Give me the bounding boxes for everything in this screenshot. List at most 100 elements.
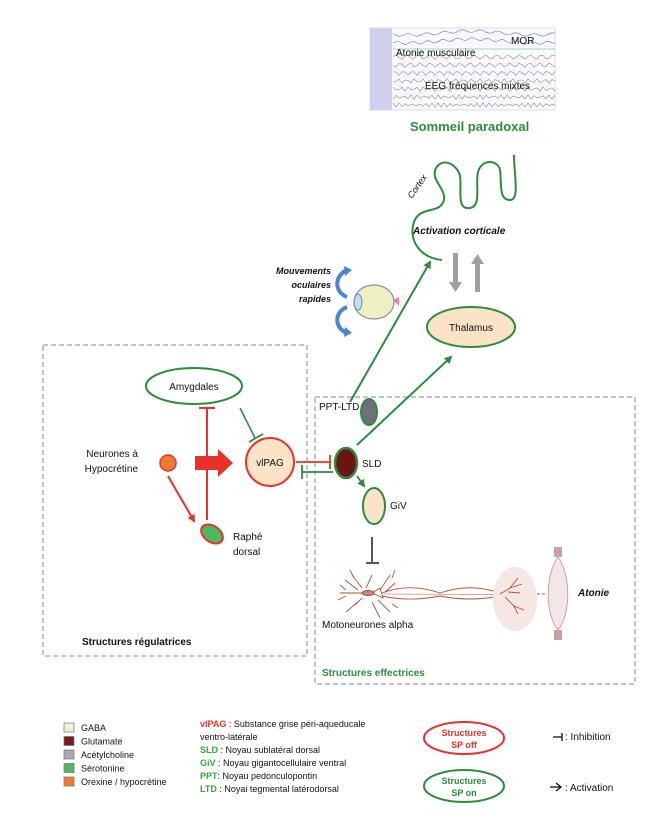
hypocretin-label-line-2: Hypocrétine: [85, 464, 139, 475]
activation-label: : Activation: [565, 783, 613, 794]
atonie-label: Atonie: [577, 588, 610, 599]
eeg-trace: [393, 71, 556, 76]
legend-abbreviation: SLD : Noyau sublatéral dorsal: [200, 745, 320, 755]
hypocretin-to-vlpag-arrow: [195, 449, 233, 477]
rem-label-line-3: rapides: [299, 294, 331, 304]
activation-corticale-label: Activation corticale: [412, 226, 506, 237]
eeg-atonia-label: Atonie musculaire: [396, 48, 476, 59]
sp-on-label-line-2: SP on: [451, 788, 476, 798]
sp-off-ellipse: [423, 721, 505, 755]
effector-structures-label: Structures effectrices: [322, 668, 425, 679]
motoneurones-label: Motoneurones alpha: [322, 620, 414, 631]
up-arrow-icon: [471, 254, 484, 292]
amygdales-label: Amygdales: [169, 382, 218, 393]
sp-on-label-line-1: Structures: [441, 776, 486, 786]
optic-nerve-icon: [393, 297, 399, 306]
ppt-ltd-label: PPT-LTD: [319, 402, 359, 413]
raphe-label-line-1: Raphé: [233, 532, 263, 543]
legend-abbreviation: vlPAG : Substance grise péri-aqueducale: [200, 719, 365, 729]
sp-off-label-line-2: SP off: [451, 740, 478, 750]
sld-node: [333, 446, 359, 480]
effector-structures-box: [314, 396, 636, 685]
rapid-eye-movement: Mouvements oculaires rapides: [276, 266, 399, 337]
motoneuron-icon: [337, 567, 545, 631]
sp-on-ellipse: [423, 769, 505, 803]
raphe-label-line-2: dorsal: [233, 547, 260, 558]
legend-neurotransmitter-label: GABA: [81, 723, 106, 733]
legend-neurotransmitter-label: Orexine / hypocrétine: [81, 777, 167, 787]
activation-symbol-head: [555, 782, 563, 792]
eeg-trace: [392, 29, 556, 37]
vlpag-label: vlPAG: [256, 458, 284, 469]
muscle-tendon-top: [554, 547, 562, 557]
eye-up-arrow-icon: [335, 268, 349, 299]
eeg-trace: [392, 86, 556, 92]
hypocretin-to-raphe-arrow: [167, 475, 196, 523]
legend-neurotransmitter-label: Sérotonine: [81, 764, 125, 774]
legend-neurotransmitter-label: Glutamate: [81, 737, 123, 747]
eeg-trace: [392, 54, 556, 60]
neurotransmitter-legend: GABA GlutamateAcétylcholineSérotonineOrex…: [63, 722, 167, 787]
sld-label: SLD: [362, 459, 381, 470]
muscle-tendon-bottom: [554, 630, 562, 640]
ppt-ltd-node: [360, 398, 378, 426]
giv-label: GiV: [390, 501, 407, 512]
rem-label-line-2: oculaires: [291, 280, 331, 290]
eeg-mor-label: MOR: [511, 36, 534, 47]
legend-swatch: [63, 749, 75, 760]
eeg-trace: [392, 78, 556, 84]
eeg-panel: MOR Atonie musculaire EEG fréquences mix…: [369, 27, 556, 134]
hypocretin-neuron-node: [159, 454, 177, 472]
thalamus-node: [426, 306, 516, 348]
eye-up-arrowhead-icon: [344, 266, 352, 276]
thalamus-label: Thalamus: [449, 323, 493, 334]
muscle-belly: [547, 556, 569, 631]
eeg-background: [369, 27, 556, 111]
legend-abbreviation: PPT: Noyau pedonculopontin: [200, 771, 317, 781]
legend-swatch: [63, 736, 75, 746]
regulatory-structures-label: Structures régulatrices: [82, 637, 192, 648]
amygdales-inhibition-bar: [248, 433, 264, 443]
eye-down-arrow-icon: [335, 305, 348, 335]
activation-to-cortex-arrow: [349, 260, 431, 403]
legend-abbreviation: LTD : Noyai tegmental latérodorsal: [200, 784, 339, 794]
legend-abbreviation-continued: ventro-latérale: [200, 732, 258, 742]
inhibition-legend: : Inhibition: [553, 732, 611, 743]
sp-off-label-line-1: Structures: [441, 728, 486, 738]
legend-swatch: [63, 722, 75, 733]
cortex-label: Cortex: [405, 172, 429, 200]
eeg-mixed-label: EEG fréquences mixtes: [425, 81, 530, 92]
amygdales-inhibition-line: [239, 407, 256, 439]
muscle-icon: [547, 547, 569, 640]
legend-abbreviation: GiV : Noyau gigantocellulaire ventral: [200, 758, 346, 768]
rem-label-line-1: Mouvements: [276, 266, 331, 276]
sp-on-legend: Structures SP on: [423, 769, 505, 803]
inhibition-label: : Inhibition: [565, 732, 611, 743]
eeg-trace: [392, 37, 556, 45]
eeg-channel-column: [370, 28, 392, 110]
abbreviation-legend: vlPAG : Substance grise péri-aqueducale v…: [200, 719, 365, 794]
down-arrow-icon: [449, 253, 462, 292]
eeg-trace: [392, 94, 556, 100]
legend-swatch: [63, 776, 75, 787]
thalamocortical-arrows: [449, 253, 484, 292]
raphe-dorsal-node: [200, 523, 224, 545]
eeg-traces: [392, 28, 556, 110]
sp-off-legend: Structures SP off: [423, 721, 505, 755]
hypocretin-label-line-1: Neurones à: [86, 449, 138, 460]
legend-neurotransmitter-label: Acétylcholine: [81, 750, 134, 760]
sld-to-giv-arrow: [356, 475, 366, 488]
regulatory-structures-box: [42, 344, 308, 657]
activation-to-thalamus-arrow: [356, 355, 453, 446]
giv-node: [362, 487, 386, 525]
vlpag-node: [245, 437, 295, 487]
activation-legend: : Activation: [550, 782, 613, 794]
eeg-trace: [392, 62, 556, 68]
eye-down-arrowhead-icon: [344, 327, 352, 337]
eeg-caption: Sommeil paradoxal: [410, 119, 529, 134]
legend-swatch: [63, 763, 75, 773]
eye-cornea-icon: [353, 293, 363, 311]
eeg-trace: [392, 102, 556, 108]
amygdales-node: [145, 367, 243, 405]
